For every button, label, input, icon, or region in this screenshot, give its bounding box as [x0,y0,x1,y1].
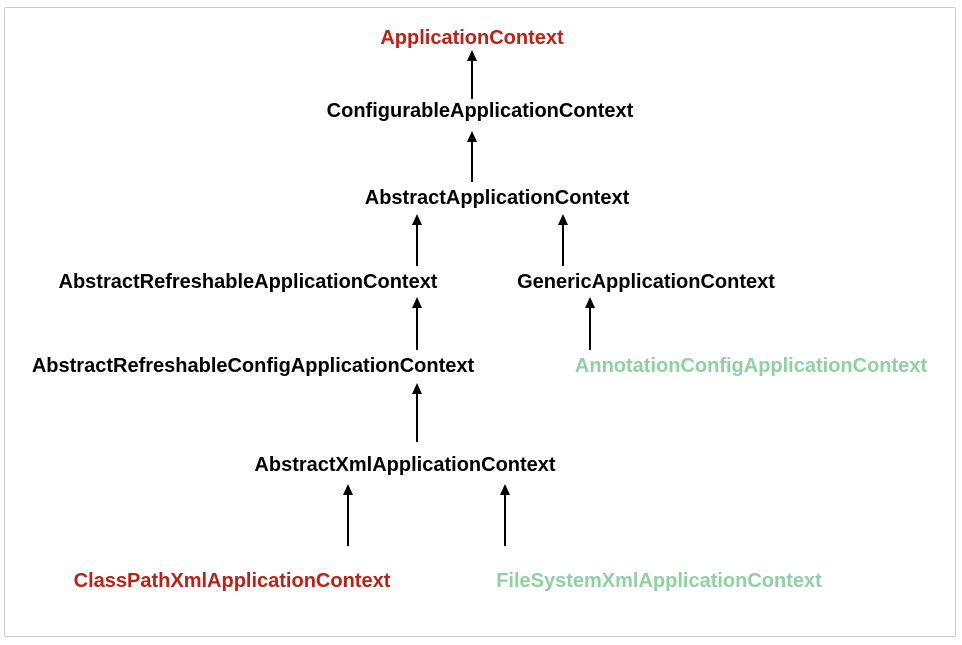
node-generic-application-context: GenericApplicationContext [517,271,775,293]
arrow-shaft [471,61,473,99]
edge-classpathxml-to-abstractxml-arrow [342,484,354,546]
node-abstract-xml-application-context: AbstractXmlApplicationContext [254,454,556,476]
edge-abstract-to-configurable-arrow [466,131,478,182]
arrow-up-icon [467,50,477,61]
node-abstract-application-context: AbstractApplicationContext [364,187,630,209]
edge-generic-to-abstract-arrow [557,214,569,266]
edge-configurable-to-applicationcontext-arrow [466,50,478,99]
edge-filesystemxml-to-abstractxml-arrow [499,484,511,546]
node-annotation-config-application-context: AnnotationConfigApplicationContext [574,355,928,377]
arrow-shaft [416,225,418,266]
arrow-up-icon [412,297,422,308]
arrow-up-icon [500,484,510,495]
node-filesystem-xml-application-context: FileSystemXmlApplicationContext [496,570,822,592]
edge-refreshableconfig-to-refreshable-arrow [411,297,423,350]
edge-annotationconfig-to-generic-arrow [584,297,596,350]
arrow-shaft [589,308,591,350]
arrow-shaft [416,308,418,350]
edge-abstractrefreshable-to-abstract-arrow [411,214,423,266]
arrow-shaft [504,495,506,546]
arrow-up-icon [412,214,422,225]
arrow-up-icon [558,214,568,225]
arrow-shaft [562,225,564,266]
arrow-up-icon [585,297,595,308]
arrow-up-icon [343,484,353,495]
node-classpath-xml-application-context: ClassPathXmlApplicationContext [73,570,391,592]
node-application-context: ApplicationContext [380,27,564,49]
edge-abstractxml-to-refreshableconfig-arrow [411,383,423,442]
node-abstract-refreshable-config-application-context: AbstractRefreshableConfigApplicationCont… [31,355,475,377]
arrow-shaft [416,394,418,442]
arrow-up-icon [412,383,422,394]
arrow-shaft [347,495,349,546]
node-abstract-refreshable-application-context: AbstractRefreshableApplicationContext [58,271,438,293]
arrow-up-icon [467,131,477,142]
node-configurable-application-context: ConfigurableApplicationContext [326,100,634,122]
arrow-shaft [471,142,473,182]
